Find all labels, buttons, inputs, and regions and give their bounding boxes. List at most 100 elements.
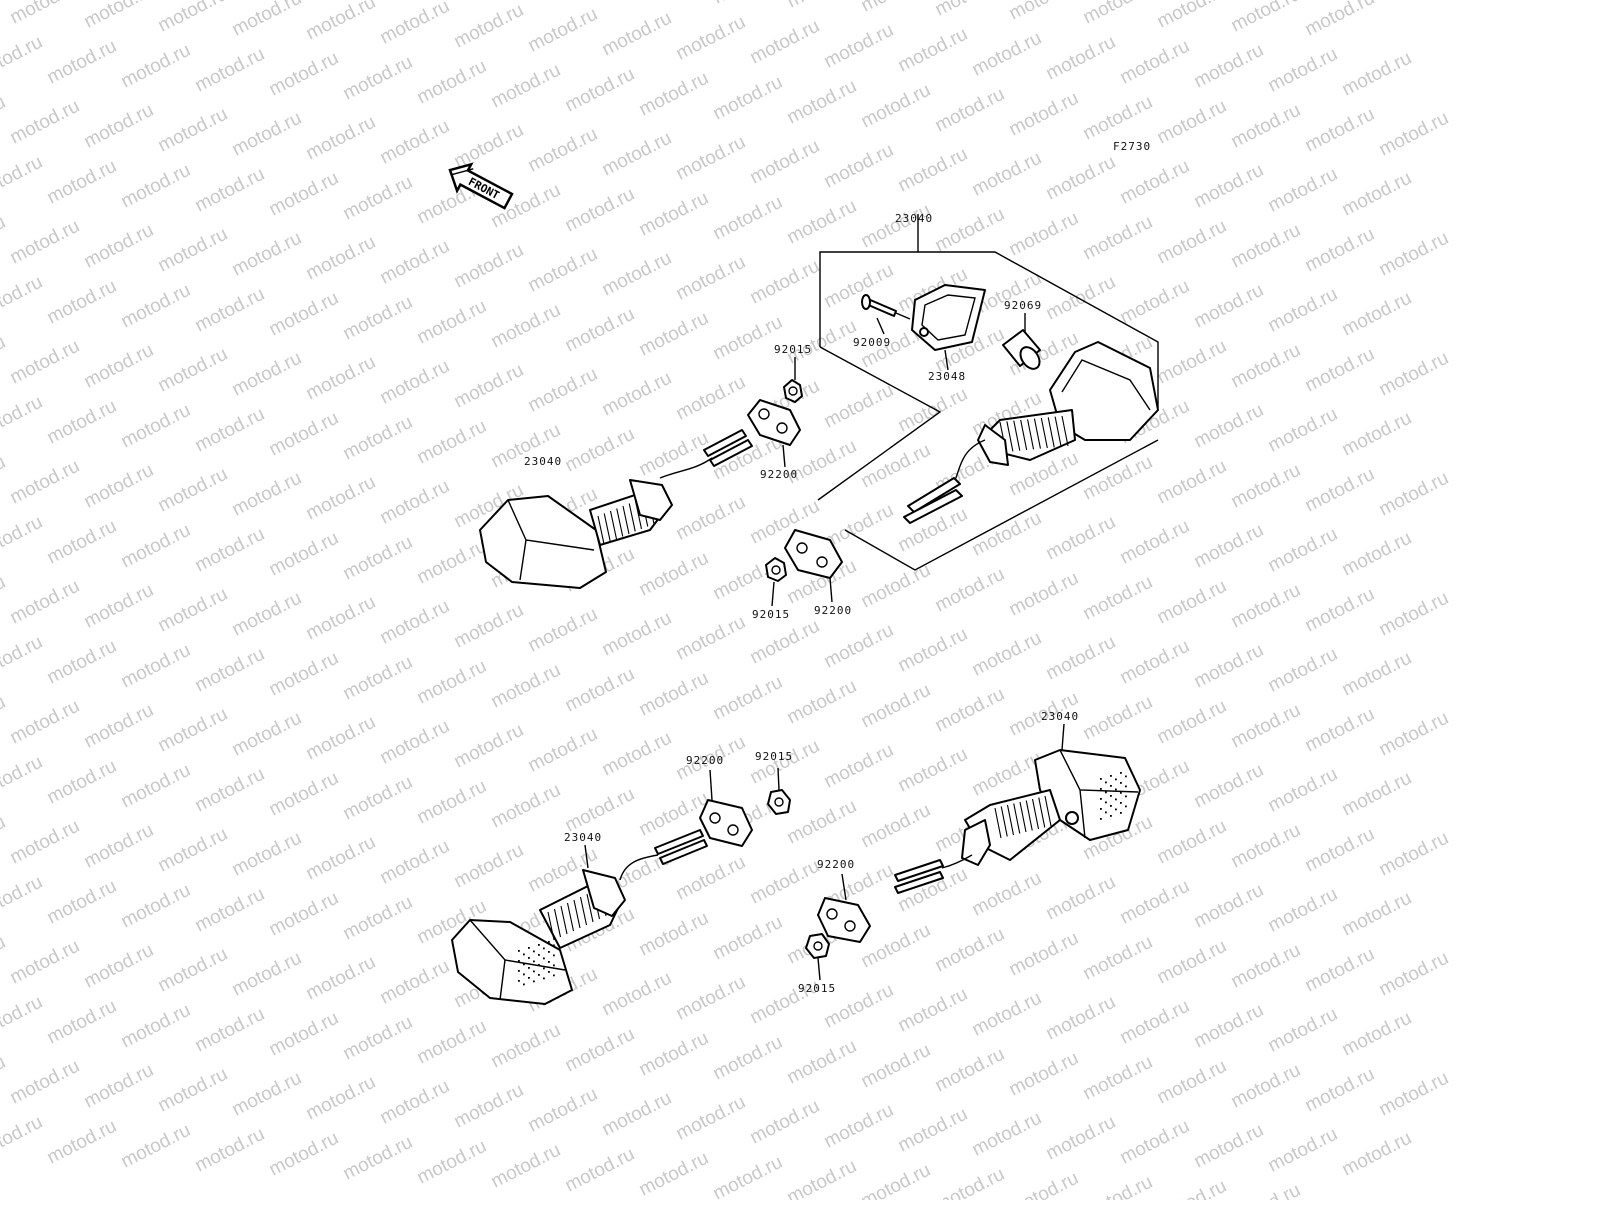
watermark-text: motod.ru <box>821 140 897 193</box>
callout-rear-right-pad: 92200 <box>760 468 798 481</box>
callout-rear-right-bulb: 92069 <box>1004 299 1042 312</box>
lens-dot <box>533 961 535 963</box>
watermark-text: motod.ru <box>44 516 120 569</box>
watermark-text: motod.ru <box>0 632 46 685</box>
watermark-text: motod.ru <box>1228 100 1304 153</box>
watermark-text: motod.ru <box>266 648 342 701</box>
watermark-text: motod.ru <box>1080 212 1156 265</box>
watermark-text: motod.ru <box>192 884 268 937</box>
watermark-text: motod.ru <box>1117 1116 1193 1169</box>
watermark-text: motod.ru <box>1191 760 1267 813</box>
watermark-text: motod.ru <box>340 412 416 465</box>
lens-dot <box>1100 788 1102 790</box>
watermark-text: motod.ru <box>821 620 897 673</box>
watermark-text: motod.ru <box>636 908 712 961</box>
watermark-text: motod.ru <box>229 708 305 761</box>
watermark-text: motod.ru <box>636 1028 712 1081</box>
watermark-text: motod.ru <box>303 112 379 165</box>
watermark-text: motod.ru <box>303 712 379 765</box>
watermark-text: motod.ru <box>192 164 268 217</box>
lens-dot <box>1115 789 1117 791</box>
watermark-text: motod.ru <box>858 560 934 613</box>
watermark-text: motod.ru <box>1302 824 1378 877</box>
watermark-text: motod.ru <box>1006 1168 1082 1200</box>
watermark-text: motod.ru <box>303 952 379 1005</box>
watermark-text: motod.ru <box>525 4 601 57</box>
watermark-text: motod.ru <box>1117 276 1193 329</box>
watermark-text: motod.ru <box>488 660 564 713</box>
watermark-text: motod.ru <box>414 536 490 589</box>
watermark-text: motod.ru <box>784 1036 860 1089</box>
watermark-text: motod.ru <box>1339 408 1415 461</box>
watermark-text: motod.ru <box>81 580 157 633</box>
watermark-text: motod.ru <box>1191 40 1267 93</box>
watermark-text: motod.ru <box>118 520 194 573</box>
watermark-text: motod.ru <box>488 1020 564 1073</box>
watermark-text: motod.ru <box>599 368 675 421</box>
watermark-text: motod.ru <box>118 280 194 333</box>
watermark-text: motod.ru <box>0 572 9 625</box>
watermark-text: motod.ru <box>340 892 416 945</box>
watermark-text: motod.ru <box>525 364 601 417</box>
watermark-text: motod.ru <box>0 1112 46 1165</box>
watermark-text: motod.ru <box>673 252 749 305</box>
lens-dot <box>518 950 520 952</box>
watermark-text: motod.ru <box>599 1088 675 1141</box>
watermark-text: motod.ru <box>303 472 379 525</box>
watermark-text: motod.ru <box>636 668 712 721</box>
watermark-text: motod.ru <box>340 172 416 225</box>
watermark-text: motod.ru <box>1191 880 1267 933</box>
watermark-text: motod.ru <box>858 800 934 853</box>
watermark-text: motod.ru <box>0 512 46 565</box>
watermark-text: motod.ru <box>303 1072 379 1125</box>
lens-dot <box>543 978 545 980</box>
watermark-text: motod.ru <box>377 1076 453 1129</box>
watermark-text: motod.ru <box>340 1132 416 1185</box>
watermark-text: motod.ru <box>377 956 453 1009</box>
watermark-text: motod.ru <box>229 948 305 1001</box>
watermark-text: motod.ru <box>192 1004 268 1057</box>
watermark-text: motod.ru <box>1339 888 1415 941</box>
watermark-text: motod.ru <box>1006 928 1082 981</box>
watermark-text: motod.ru <box>340 532 416 585</box>
lens-dot <box>1110 815 1112 817</box>
watermark-text: motod.ru <box>1228 820 1304 873</box>
watermark-text: motod.ru <box>44 276 120 329</box>
watermark-text: motod.ru <box>1080 452 1156 505</box>
watermark-text: motod.ru <box>599 8 675 61</box>
watermark-text: motod.ru <box>747 136 823 189</box>
watermark-text: motod.ru <box>0 152 46 205</box>
watermark-text: motod.ru <box>0 752 46 805</box>
watermark-text: motod.ru <box>7 816 83 869</box>
watermark-text: motod.ru <box>81 460 157 513</box>
watermark-text: motod.ru <box>1265 44 1341 97</box>
watermark-text: motod.ru <box>1339 48 1415 101</box>
watermark-text: motod.ru <box>0 1052 9 1105</box>
watermark-text: motod.ru <box>1191 520 1267 573</box>
watermark-text: motod.ru <box>0 92 9 145</box>
watermark-text: motod.ru <box>858 680 934 733</box>
watermark-text: motod.ru <box>1043 272 1119 325</box>
watermark-text: motod.ru <box>1043 1112 1119 1165</box>
watermark-text: motod.ru <box>1043 152 1119 205</box>
lens-dot <box>518 980 520 982</box>
watermark-text: motod.ru <box>599 128 675 181</box>
lens-dot <box>548 951 550 953</box>
watermark-text: motod.ru <box>932 0 1008 20</box>
watermark-text: motod.ru <box>1302 584 1378 637</box>
watermark-text: motod.ru <box>599 968 675 1021</box>
watermark-text: motod.ru <box>784 0 860 12</box>
watermark-text: motod.ru <box>451 120 527 173</box>
watermark-text: motod.ru <box>192 524 268 577</box>
watermark-text: motod.ru <box>636 68 712 121</box>
lens-dot <box>523 964 525 966</box>
watermark-text: motod.ru <box>747 856 823 909</box>
watermark-text: motod.ru <box>525 1084 601 1137</box>
watermark-text: motod.ru <box>1302 464 1378 517</box>
watermark-text: motod.ru <box>932 1044 1008 1097</box>
watermark-text: motod.ru <box>1191 1120 1267 1173</box>
watermark-text: motod.ru <box>1191 400 1267 453</box>
lens-dot <box>533 971 535 973</box>
watermark-text: motod.ru <box>7 216 83 269</box>
watermark-text: motod.ru <box>1154 816 1230 869</box>
